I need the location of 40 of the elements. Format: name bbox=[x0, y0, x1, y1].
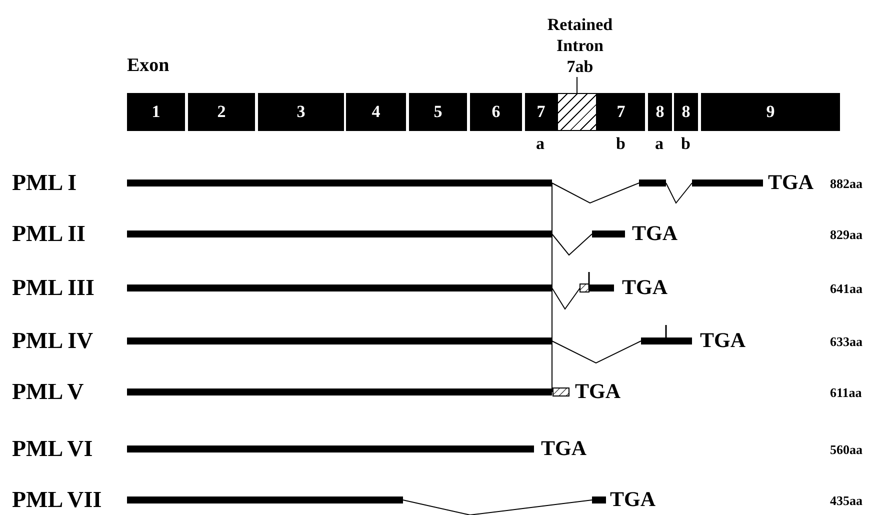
exon-part-letter: a bbox=[536, 135, 544, 152]
protein-length-label: 435aa bbox=[830, 494, 862, 507]
isoform-name: PML III bbox=[12, 276, 94, 299]
protein-length-label: 560aa bbox=[830, 443, 862, 456]
stop-codon-label: TGA bbox=[610, 489, 656, 510]
isoform-name: PML VI bbox=[12, 437, 93, 460]
intron-heading: Retained Intron 7ab bbox=[545, 14, 615, 77]
protein-length-label: 882aa bbox=[830, 177, 862, 190]
exon-box: 4 bbox=[346, 93, 406, 131]
axis-title: Exon bbox=[127, 56, 170, 75]
exon-box: 1 bbox=[127, 93, 185, 131]
exon-box: 7 bbox=[525, 93, 557, 131]
exon-box: 9 bbox=[701, 93, 840, 131]
stop-codon-label: TGA bbox=[700, 330, 746, 351]
isoform-name: PML VII bbox=[12, 488, 102, 511]
exon-box: 2 bbox=[188, 93, 255, 131]
exon-box: 3 bbox=[258, 93, 344, 131]
stop-codon-label: TGA bbox=[632, 223, 678, 244]
stop-codon-label: TGA bbox=[622, 277, 668, 298]
stop-codon-label: TGA bbox=[541, 438, 587, 459]
protein-length-label: 641aa bbox=[830, 282, 862, 295]
stop-codon-label: TGA bbox=[768, 172, 814, 193]
isoform-name: PML IV bbox=[12, 329, 94, 352]
leader-line bbox=[576, 76, 578, 94]
exon-box: 5 bbox=[409, 93, 467, 131]
retained-intron-box bbox=[557, 93, 597, 131]
exon-part-letter: a bbox=[655, 135, 664, 152]
isoform-name: PML I bbox=[12, 171, 77, 194]
exon-box: 8 bbox=[674, 93, 698, 131]
stop-codon-label: TGA bbox=[575, 381, 621, 402]
exon-box: 7 bbox=[597, 93, 645, 131]
exon-box: 6 bbox=[470, 93, 522, 131]
protein-length-label: 633aa bbox=[830, 335, 862, 348]
isoform-name: PML II bbox=[12, 222, 86, 245]
exon-box: 8 bbox=[648, 93, 672, 131]
protein-length-label: 829aa bbox=[830, 228, 862, 241]
exon-part-letter: b bbox=[616, 135, 626, 152]
isoform-name: PML V bbox=[12, 380, 84, 403]
protein-length-label: 611aa bbox=[830, 386, 862, 399]
exon-part-letter: b bbox=[681, 135, 690, 152]
